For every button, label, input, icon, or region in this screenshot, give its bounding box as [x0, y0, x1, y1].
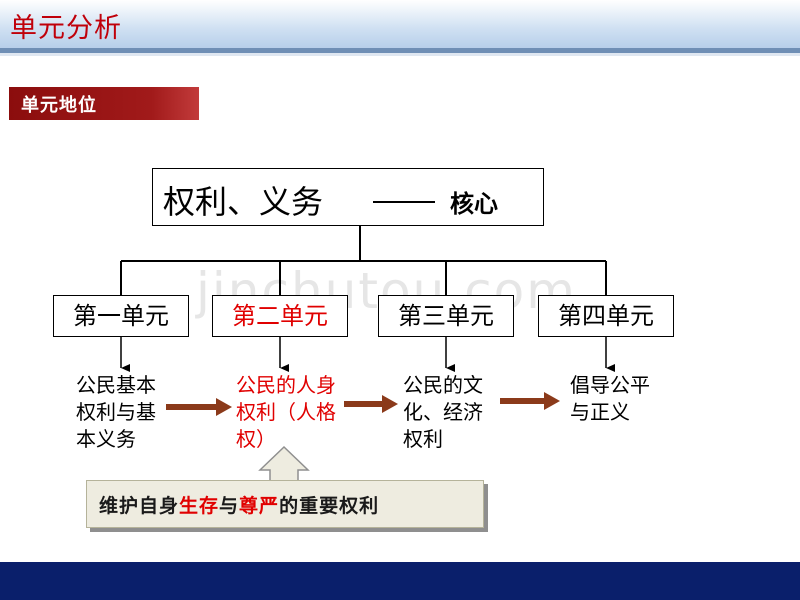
title-bar: 单元分析 — [0, 0, 800, 48]
desc-line: 与正义 — [570, 400, 630, 424]
desc-line: 权利（人格 — [236, 400, 336, 424]
desc-line: 公民的人身 — [236, 373, 336, 397]
desc-line: 公民基本 — [76, 373, 156, 397]
desc-line: 权利 — [403, 427, 443, 451]
desc-unit-4: 倡导公平 与正义 — [570, 372, 650, 426]
callout-part: 维护自身 — [99, 495, 180, 517]
desc-line: 权利与基 — [76, 400, 156, 424]
desc-line: 倡导公平 — [570, 373, 650, 397]
section-tag: 单元地位 — [9, 87, 199, 120]
desc-line: 化、经济 — [403, 400, 483, 424]
callout-highlight: 尊严 — [239, 495, 280, 517]
core-main-label: 权利、义务 — [163, 183, 324, 221]
core-dash — [373, 201, 435, 203]
title-underline-light — [0, 53, 800, 56]
desc-unit-3: 公民的文 化、经济 权利 — [403, 372, 483, 453]
slide-title: 单元分析 — [10, 13, 122, 44]
core-sub-label: 核心 — [450, 190, 498, 218]
desc-line: 本义务 — [76, 427, 136, 451]
callout-text: 维护自身生存与尊严的重要权利 — [99, 491, 379, 518]
desc-unit-1: 公民基本 权利与基 本义务 — [76, 372, 156, 453]
callout-box: 维护自身生存与尊严的重要权利 — [86, 480, 484, 528]
unit-box-2: 第二单元 — [212, 295, 348, 337]
up-block-arrow — [258, 445, 310, 483]
progress-arrow-1 — [166, 398, 232, 416]
progress-arrow-2 — [344, 395, 398, 413]
callout-highlight: 生存 — [179, 495, 220, 517]
desc-line: 权） — [236, 427, 276, 451]
progress-arrow-3 — [500, 392, 560, 410]
section-tag-label: 单元地位 — [21, 95, 97, 116]
unit-box-4: 第四单元 — [538, 295, 674, 337]
title-underline — [0, 48, 800, 53]
callout-part: 的重要权利 — [279, 495, 380, 517]
footer-bar — [0, 562, 800, 600]
unit-box-1: 第一单元 — [53, 295, 189, 337]
callout-part: 与 — [219, 495, 240, 517]
core-box: 权利、义务 核心 — [152, 168, 544, 226]
desc-line: 公民的文 — [403, 373, 483, 397]
unit-box-3: 第三单元 — [378, 295, 514, 337]
desc-unit-2: 公民的人身 权利（人格 权） — [236, 372, 336, 453]
